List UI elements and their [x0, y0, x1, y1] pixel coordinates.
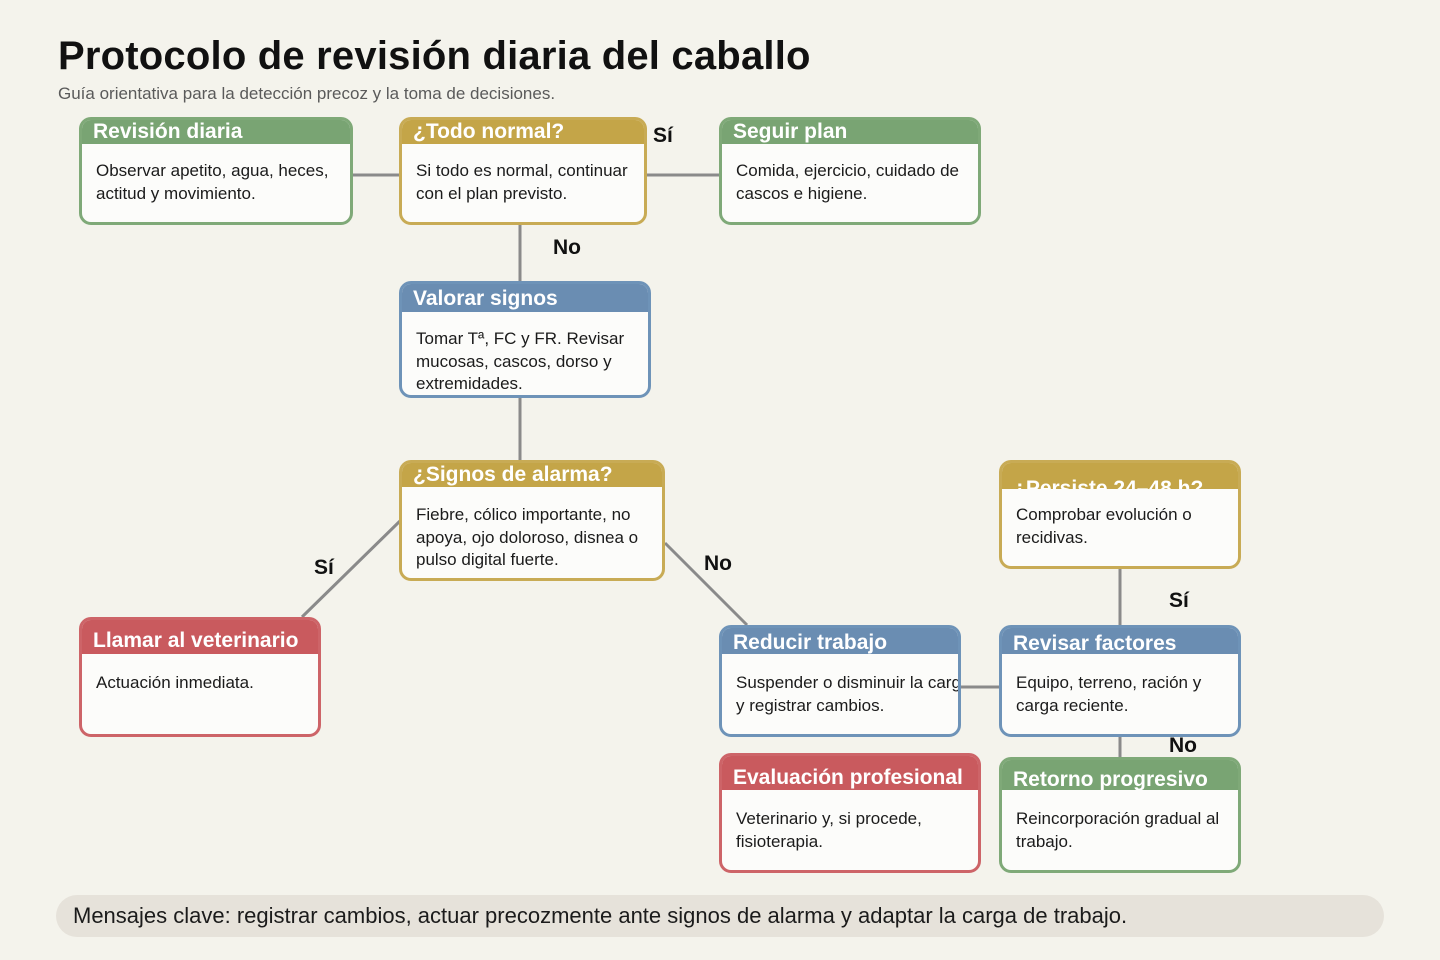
- node-text-line: con el plan previsto.: [416, 183, 568, 203]
- node-title: Reducir trabajo: [722, 628, 958, 654]
- edge-label-alarma-si: Sí: [314, 556, 334, 579]
- node-text-line: actitud y movimiento.: [96, 183, 256, 203]
- node-text-line: cascos e higiene.: [736, 183, 868, 203]
- node-llamar-veterinario: Llamar al veterinario Actuación inmediat…: [79, 617, 321, 737]
- node-title: Seguir plan: [722, 120, 978, 144]
- node-text-line: trabajo.: [1016, 831, 1073, 851]
- node-text-line: Suspender o disminuir la carga: [736, 673, 961, 692]
- node-text-line: recidivas.: [1016, 527, 1088, 547]
- edge-label-factores-no: No: [1169, 734, 1197, 757]
- node-text-line: Fiebre, cólico importante, no: [416, 505, 631, 524]
- node-title: Retorno progresivo: [1002, 760, 1238, 790]
- page-title: Protocolo de revisión diaria del caballo: [58, 34, 811, 78]
- node-text: Fiebre, cólico importante, no apoya, ojo…: [416, 504, 658, 572]
- node-text-line: apoya, ojo doloroso, disnea o: [416, 527, 639, 547]
- node-title: Revisar factores: [1002, 628, 1238, 654]
- node-text-line: Tomar Tª, FC y FR. Revisar: [416, 329, 625, 348]
- node-text-line: Comida, ejercicio, cuidado de: [736, 161, 960, 180]
- node-todo-normal: ¿Todo normal? Si todo es normal, continu…: [399, 117, 647, 225]
- node-text: Equipo, terreno, ración y carga reciente…: [1016, 672, 1234, 717]
- connector-alarma-reducir: [663, 541, 749, 627]
- node-title: Evaluación profesional: [722, 756, 978, 790]
- node-text: Comprobar evolución o recidivas.: [1016, 504, 1234, 549]
- node-text-line: Si todo es normal, continuar: [416, 161, 628, 180]
- node-reducir-trabajo: Reducir trabajo Suspender o disminuir la…: [719, 625, 961, 737]
- node-text-line: fisioterapia.: [736, 831, 823, 851]
- page-subtitle: Guía orientativa para la detección preco…: [58, 84, 556, 103]
- edge-label-normal-si: Sí: [653, 124, 673, 147]
- node-text: Tomar Tª, FC y FR. Revisar mucosas, casc…: [416, 328, 644, 395]
- node-persiste: ¿Persiste 24–48 h? Comprobar evolución o…: [999, 460, 1241, 569]
- node-text-line: Actuación inmediata.: [96, 673, 254, 692]
- node-text: Reincorporación gradual al trabajo.: [1016, 808, 1234, 853]
- node-valorar-signos: Valorar signos Tomar Tª, FC y FR. Revisa…: [399, 281, 651, 398]
- node-title: Valorar signos: [402, 284, 648, 312]
- edge-label-normal-no: No: [553, 236, 581, 259]
- node-text-line: Comprobar evolución o: [1016, 505, 1192, 524]
- node-text-line: mucosas, cascos, dorso y: [416, 351, 612, 371]
- node-text: Veterinario y, si procede, fisioterapia.: [736, 808, 974, 853]
- node-title: ¿Todo normal?: [402, 120, 644, 144]
- node-text-line: Observar apetito, agua, heces,: [96, 161, 329, 180]
- node-text-line: Veterinario y, si procede,: [736, 809, 922, 828]
- node-evaluacion-profesional: Evaluación profesional Veterinario y, si…: [719, 753, 981, 873]
- node-seguir-plan: Seguir plan Comida, ejercicio, cuidado d…: [719, 117, 981, 225]
- node-text: Actuación inmediata.: [96, 672, 314, 695]
- node-revisar-factores: Revisar factores Equipo, terreno, ración…: [999, 625, 1241, 737]
- node-text-line: pulso digital fuerte.: [416, 550, 559, 569]
- node-signos-alarma: ¿Signos de alarma? Fiebre, cólico import…: [399, 460, 665, 581]
- edge-label-alarma-no: No: [704, 552, 732, 575]
- node-title: ¿Persiste 24–48 h?: [1002, 463, 1238, 489]
- connector-alarma-llamar: [300, 519, 402, 619]
- node-text-line: y registrar cambios.: [736, 695, 885, 715]
- key-messages-footer: Mensajes clave: registrar cambios, actua…: [56, 895, 1384, 937]
- node-text: Suspender o disminuir la carga y registr…: [736, 672, 961, 717]
- node-text-line: extremidades.: [416, 374, 523, 393]
- node-text-line: carga reciente.: [1016, 695, 1129, 715]
- node-retorno-progresivo: Retorno progresivo Reincorporación gradu…: [999, 757, 1241, 873]
- node-title: Revisión diaria: [82, 120, 350, 144]
- node-title: ¿Signos de alarma?: [402, 463, 662, 487]
- node-text: Si todo es normal, continuar con el plan…: [416, 160, 640, 205]
- node-revision-diaria: Revisión diaria Observar apetito, agua, …: [79, 117, 353, 225]
- node-text-line: Equipo, terreno, ración y: [1016, 673, 1202, 692]
- node-text: Comida, ejercicio, cuidado de cascos e h…: [736, 160, 974, 205]
- edge-label-persiste-si: Sí: [1169, 589, 1189, 612]
- node-title: Llamar al veterinario: [82, 620, 318, 654]
- node-text: Observar apetito, agua, heces, actitud y…: [96, 160, 346, 205]
- node-text-line: Reincorporación gradual al: [1016, 809, 1220, 828]
